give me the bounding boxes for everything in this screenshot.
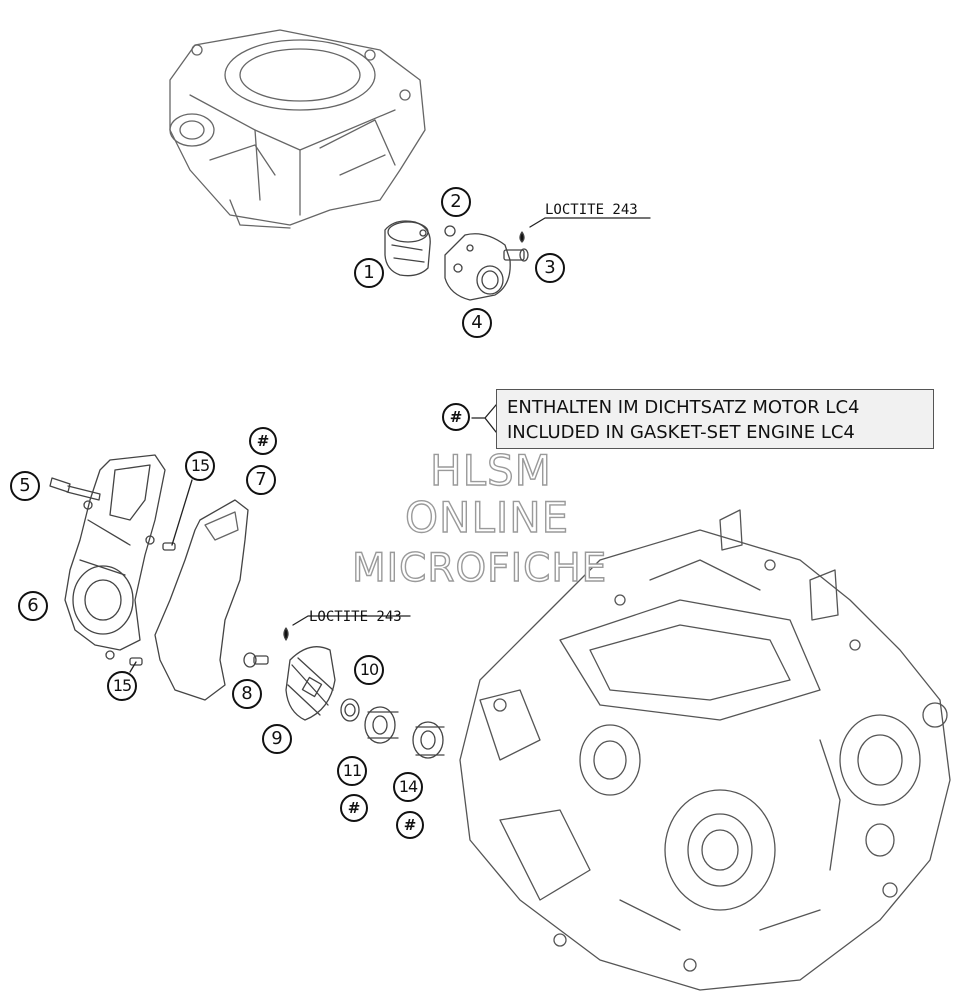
legend-box: ENTHALTEN IM DICHTSATZ MOTOR LC4 INCLUDE…	[496, 389, 934, 449]
gasket-set-marker-7: #	[249, 427, 277, 455]
callout-14: 14	[393, 772, 423, 802]
gasket-set-marker-11: #	[340, 794, 368, 822]
thermostat-drawing	[384, 220, 431, 277]
callout-3: 3	[535, 253, 565, 283]
callout-4: 4	[462, 308, 492, 338]
legend-line-english: INCLUDED IN GASKET-SET ENGINE LC4	[507, 422, 855, 443]
callout-1: 1	[354, 258, 384, 288]
callout-5: 5	[10, 471, 40, 501]
dowel-pin-drawing	[129, 542, 176, 666]
callout-9: 9	[262, 724, 292, 754]
gasket-drawing	[154, 499, 249, 701]
engine-case-drawing	[459, 509, 951, 991]
watermark-line-1: HLSM	[429, 445, 552, 495]
bolt-8-drawing	[243, 627, 289, 668]
callout-6: 6	[18, 591, 48, 621]
legend-line-german: ENTHALTEN IM DICHTSATZ MOTOR LC4	[507, 397, 860, 418]
bolt-3-drawing	[503, 231, 529, 262]
callout-15-upper: 15	[185, 451, 215, 481]
bolt-5-drawing	[49, 477, 101, 501]
loctite-label-top: LOCTITE 243	[545, 202, 638, 218]
callout-2: 2	[441, 187, 471, 217]
watermark-line-3: MICROFICHE	[351, 545, 608, 591]
loctite-label-middle: LOCTITE 243	[309, 609, 402, 625]
gasket-set-marker-legend: #	[442, 403, 470, 431]
callout-11: 11	[337, 756, 367, 786]
watermark-line-2: ONLINE	[404, 492, 570, 542]
plug-drawing	[444, 225, 456, 237]
callout-7: 7	[246, 465, 276, 495]
pump-cover-drawing	[64, 454, 166, 660]
callout-10: 10	[354, 655, 384, 685]
gasket-set-marker-14: #	[396, 811, 424, 839]
seal-rings-drawing	[340, 698, 445, 759]
impeller-drawing	[285, 646, 336, 721]
callout-8: 8	[232, 679, 262, 709]
thermostat-housing-drawing	[444, 233, 511, 301]
cylinder-drawing	[169, 29, 426, 229]
callout-15-lower: 15	[107, 671, 137, 701]
